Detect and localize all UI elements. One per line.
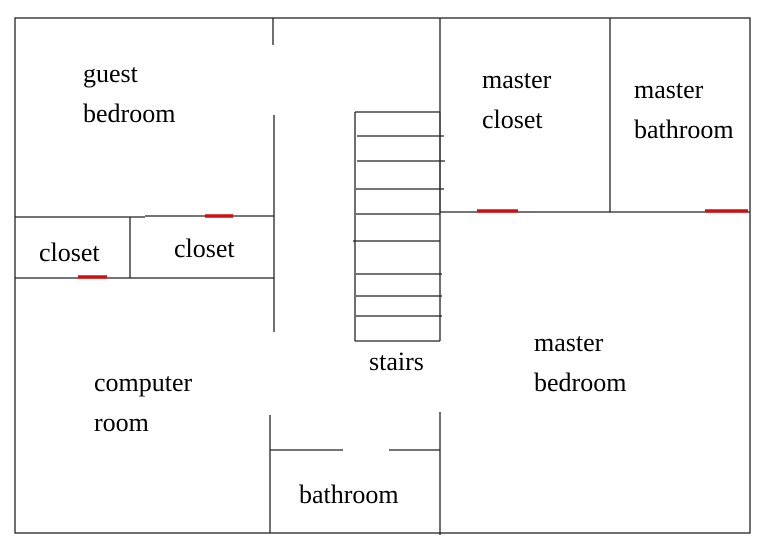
room-label-guest-bedroom: guest bedroom <box>83 54 175 134</box>
label-line: master <box>634 75 704 104</box>
label-line: master <box>482 65 552 94</box>
label-line: guest <box>83 59 138 88</box>
stairs-steps <box>353 111 445 342</box>
label-line: bathroom <box>634 115 734 144</box>
label-line: bedroom <box>83 99 176 128</box>
outer-wall <box>14 17 751 534</box>
room-label-computer-room: computer room <box>94 363 192 443</box>
room-label-closet-right: closet <box>174 234 235 263</box>
room-label-master-bathroom: master bathroom <box>634 70 734 150</box>
label-line: room <box>94 408 149 437</box>
label-line: bedroom <box>534 368 627 397</box>
label-line: master <box>534 328 604 357</box>
label-line: closet <box>482 105 543 134</box>
room-label-bathroom: bathroom <box>299 480 399 509</box>
room-label-closet-left: closet <box>39 238 100 267</box>
room-label-master-bedroom: master bedroom <box>534 323 626 403</box>
room-label-master-closet: master closet <box>482 60 551 140</box>
label-line: computer <box>94 368 193 397</box>
room-label-stairs: stairs <box>369 347 424 376</box>
